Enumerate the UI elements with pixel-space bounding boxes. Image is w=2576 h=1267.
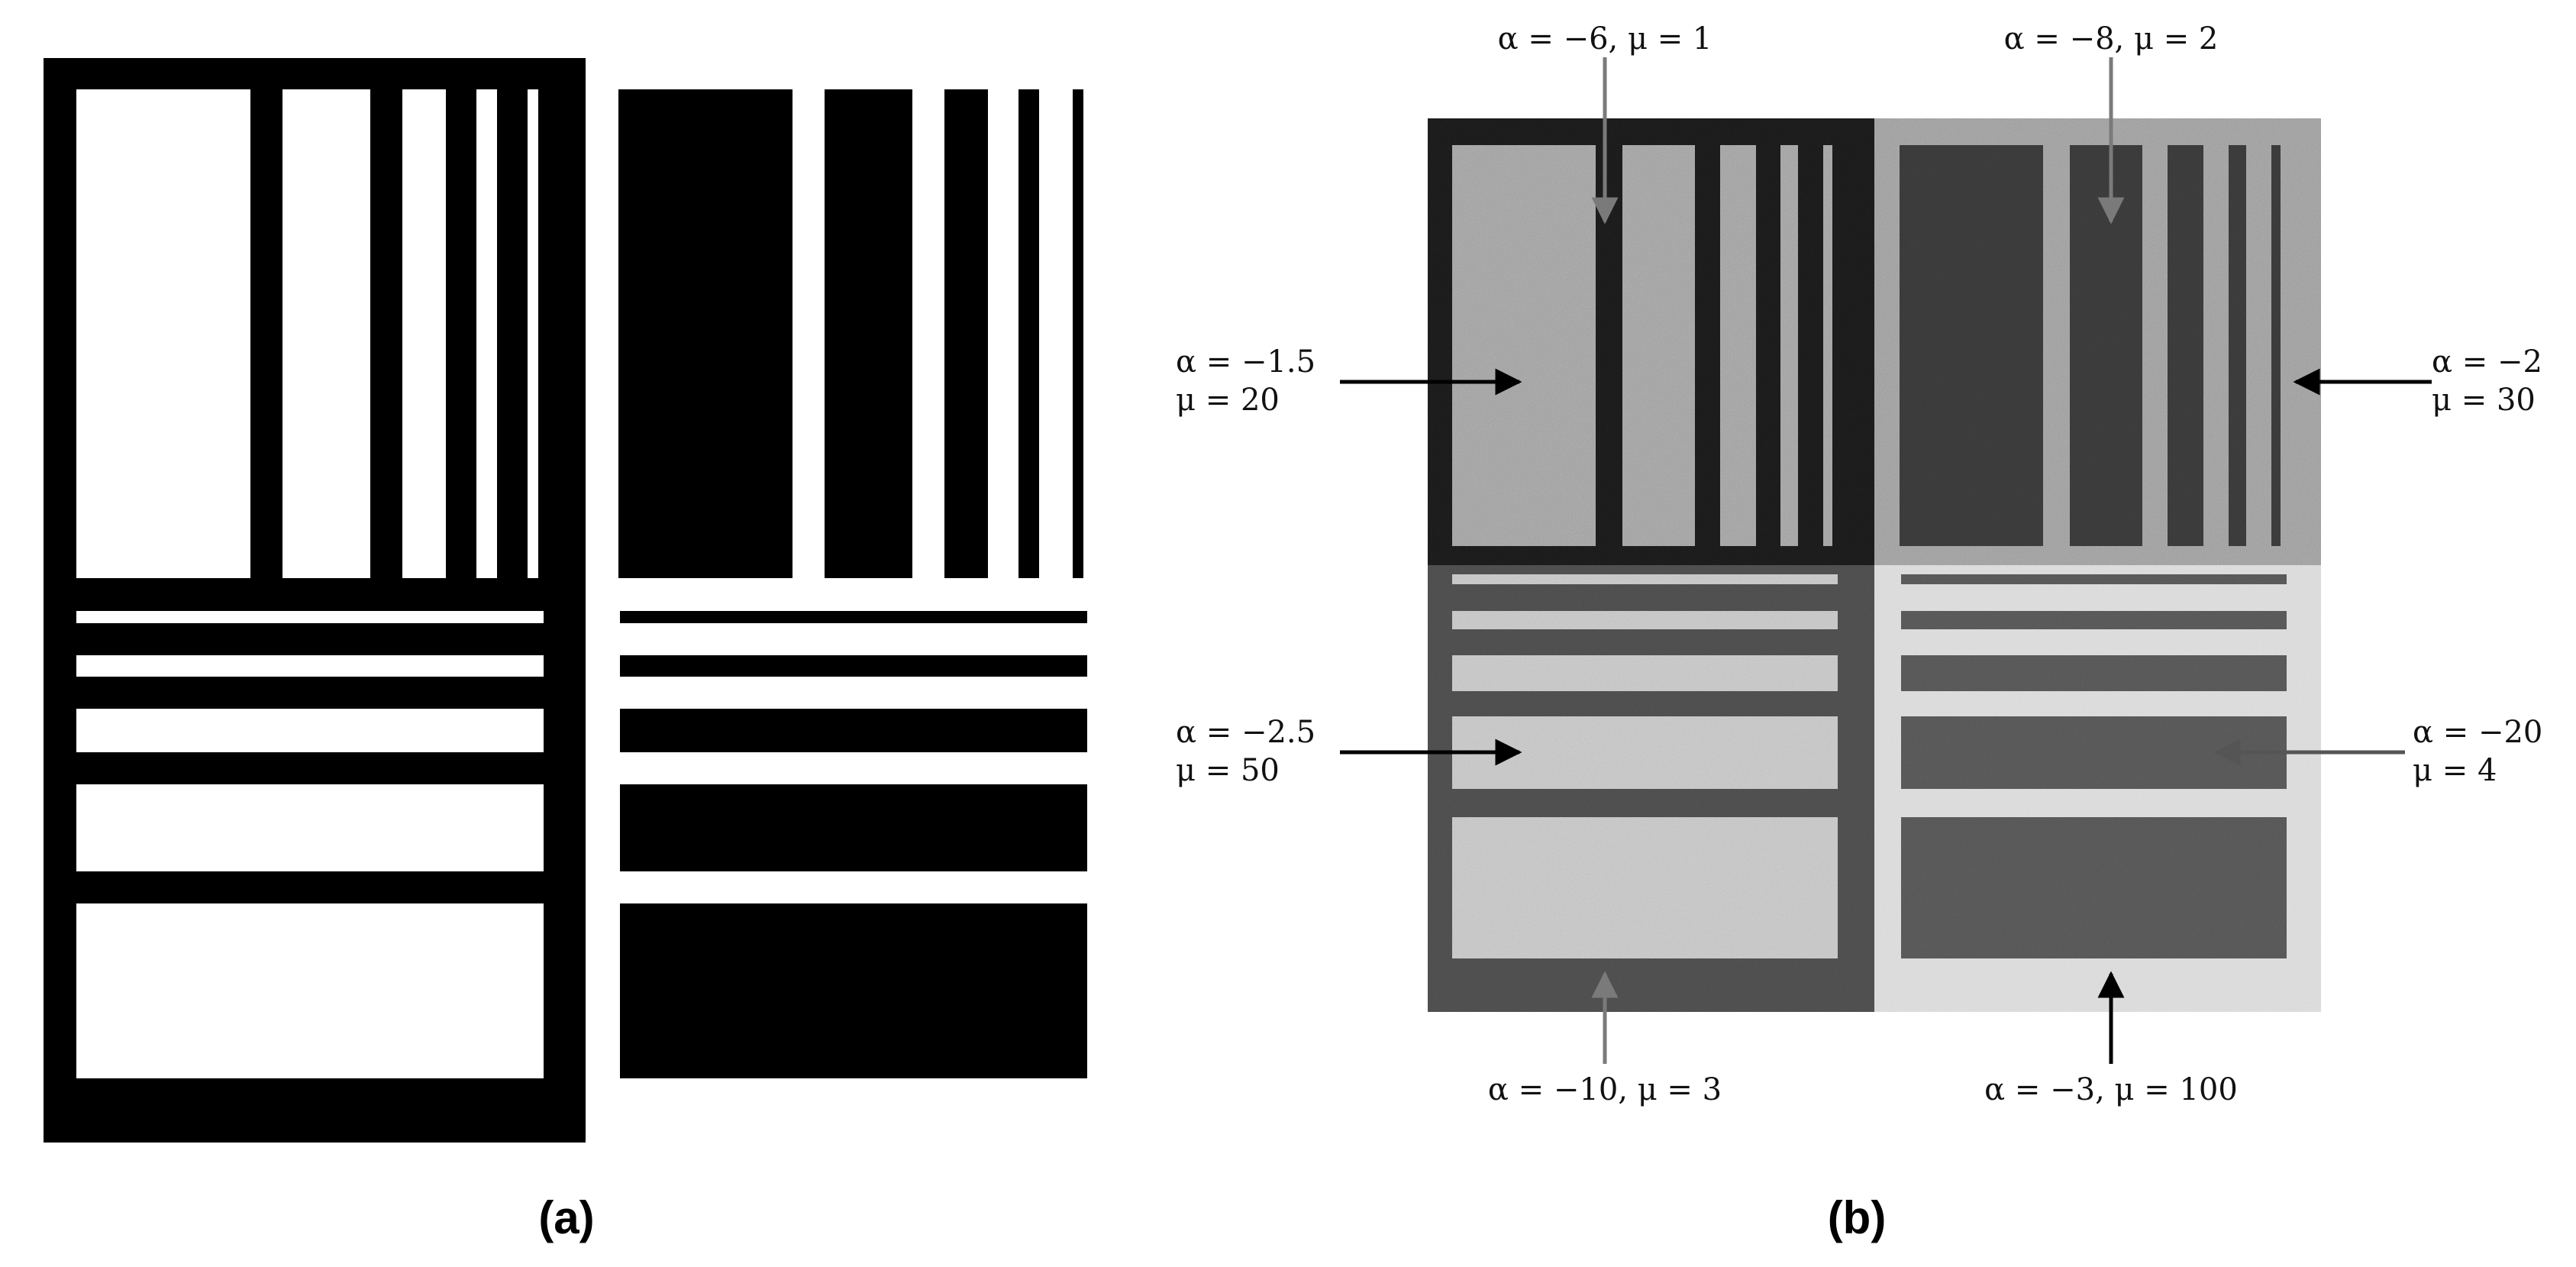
label-top-right-stripes: α = −8, μ = 2 bbox=[2004, 21, 2219, 57]
quadrant-bottom-right bbox=[1874, 565, 2321, 1012]
panel-b-caption: (b) bbox=[1828, 1192, 1887, 1243]
label-bottom-left-stripes: α = −2.5 μ = 50 bbox=[1176, 715, 1325, 788]
label-top-left-background: α = −1.5 μ = 20 bbox=[1176, 344, 1325, 418]
panel-b: α = −6, μ = 1 α = −8, μ = 2 α = −1.5 μ =… bbox=[1176, 21, 2552, 1243]
label-top-right-background: α = −2 μ = 30 bbox=[2432, 344, 2552, 418]
quadrant-top-left bbox=[1428, 118, 1874, 565]
mask-right bbox=[618, 89, 1087, 1078]
quadrant-bottom-left bbox=[1428, 565, 1874, 1012]
label-top-left-stripes: α = −6, μ = 1 bbox=[1498, 21, 1712, 57]
label-bottom-left-background: α = −10, μ = 3 bbox=[1488, 1072, 1722, 1107]
panel-a: (a) bbox=[44, 58, 1087, 1243]
quadrant-top-right bbox=[1874, 118, 2321, 565]
label-bottom-right-background: α = −3, μ = 100 bbox=[1984, 1072, 2238, 1107]
panel-a-caption: (a) bbox=[538, 1192, 594, 1243]
label-bottom-right-stripes: α = −20 μ = 4 bbox=[2413, 715, 2552, 788]
mask-left bbox=[44, 58, 586, 1143]
